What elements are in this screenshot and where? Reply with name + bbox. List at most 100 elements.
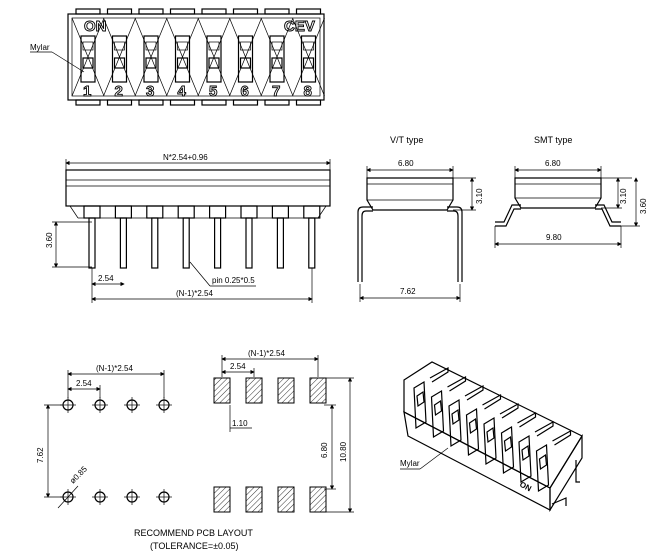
top-tab: [169, 99, 196, 106]
switch-slider: [271, 41, 283, 51]
top-mylar-label: Mylar: [30, 43, 50, 52]
vt-title: V/T type: [390, 135, 423, 145]
pcb-holes: [60, 397, 172, 505]
vt-view: V/T type 6.80 3.10 7.62: [357, 135, 484, 302]
iso-switch: [465, 407, 480, 457]
top-tab: [264, 8, 290, 15]
pcb-smt-inner-dim: 6.80: [320, 442, 329, 458]
iso-actuator: [503, 435, 513, 453]
brand-label: CEV: [284, 18, 315, 35]
pcb-smt-pitch-dim: 2.54: [230, 362, 246, 371]
front-pin-shoulder: [240, 205, 258, 219]
switch-slot: [80, 35, 96, 83]
switch-slot: [206, 35, 222, 83]
iso-mylar-label: Mylar: [400, 459, 420, 468]
iso-switch: [413, 380, 427, 430]
smt-offset-dim: 3.60: [639, 198, 648, 214]
switch-slot: [143, 35, 159, 83]
on-label: ON: [84, 18, 107, 35]
top-tab: [106, 99, 133, 106]
switch-slider: [208, 41, 220, 51]
iso-pin: [482, 393, 502, 410]
front-pin-shoulder: [303, 205, 321, 219]
iso-switch: [483, 416, 497, 466]
pcb-th-row-dim: 7.62: [36, 447, 45, 463]
switch-slider: [303, 41, 314, 51]
front-pin-shoulder: [83, 205, 101, 219]
iso-switch: [500, 425, 515, 475]
front-pins: [83, 205, 321, 269]
iso-pin: [447, 375, 467, 392]
switch-slider: [240, 41, 251, 51]
switch-slot: [111, 35, 128, 83]
top-tab: [295, 99, 322, 106]
front-pin-shoulder: [146, 205, 164, 219]
iso-pin: [429, 366, 449, 383]
lattice-line: [134, 17, 168, 97]
lattice-line: [292, 17, 325, 97]
iso-switch: [518, 434, 532, 484]
iso-switch: [535, 443, 550, 493]
smt-title: SMT type: [534, 135, 572, 145]
vt-body: [366, 177, 454, 211]
vt-height-dim: 3.10: [475, 188, 484, 204]
front-pin-shoulder: [209, 205, 227, 219]
front-span-dim: (N-1)*2.54: [176, 289, 213, 298]
pcb-pad: [213, 486, 231, 513]
iso-pins: [429, 366, 572, 446]
pcb-note-line1: RECOMMEND PCB LAYOUT: [134, 528, 253, 538]
switch-actuator: [271, 57, 283, 69]
front-pin: [88, 217, 96, 269]
switch-slider: [114, 41, 125, 51]
top-tab: [232, 8, 259, 15]
iso-switches: [413, 380, 550, 493]
switch-slider: [177, 41, 188, 51]
iso-actuator: [416, 390, 425, 408]
pcb-note-line2: (TOLERANCE=±0.05): [150, 541, 239, 551]
vt-width-dim: 6.80: [398, 159, 414, 168]
pcb-through-hole-layout: (N-1)*2.54 2.54 7.62 ø0.85: [36, 364, 172, 509]
switch-number: 7: [272, 83, 280, 100]
switch-slot: [269, 35, 285, 83]
smt-width-dim: 6.80: [545, 159, 561, 168]
pcb-smt-outer-dim: 10.80: [339, 441, 348, 462]
switch-number: 6: [241, 83, 249, 100]
top-tab: [75, 8, 101, 15]
front-pin-shoulder: [114, 205, 133, 219]
iso-actuator: [486, 426, 495, 444]
pcb-pad: [309, 377, 327, 404]
pcb-pad: [277, 486, 295, 513]
switch-actuator: [239, 57, 252, 69]
front-pin-shoulder: [271, 205, 289, 219]
front-pin: [151, 217, 159, 269]
pcb-pad: [245, 486, 263, 513]
top-tab: [264, 99, 290, 106]
top-tab: [201, 8, 227, 15]
iso-pin: [499, 402, 519, 419]
switch-slot: [300, 35, 317, 83]
pcb-th-span-dim: (N-1)*2.54: [96, 364, 133, 373]
pcb-pad: [277, 377, 295, 404]
top-view-switches: [80, 35, 317, 83]
top-tab: [75, 99, 101, 106]
vt-lead-span-dim: 7.62: [400, 287, 416, 296]
isometric-view: Mylar ON: [400, 361, 583, 513]
front-pin: [214, 217, 222, 269]
smt-height-dim: 3.10: [619, 188, 628, 204]
top-tab: [138, 8, 164, 15]
top-tab: [295, 8, 322, 15]
pcb-pad: [245, 377, 263, 404]
smt-body: [514, 177, 602, 209]
iso-pin: [517, 411, 537, 428]
top-view-lattice: [71, 17, 325, 97]
pcb-th-hole-dim: ø0.85: [68, 464, 89, 485]
smt-span-dim: 9.80: [546, 233, 562, 242]
front-pin: [276, 217, 284, 269]
lattice-line: [166, 17, 199, 97]
switch-actuator: [145, 57, 157, 69]
switch-actuator: [208, 57, 220, 69]
lattice-line: [71, 17, 105, 97]
pcb-smt-layout: (N-1)*2.54 2.54 1.10 6.80 10.80: [213, 349, 354, 513]
